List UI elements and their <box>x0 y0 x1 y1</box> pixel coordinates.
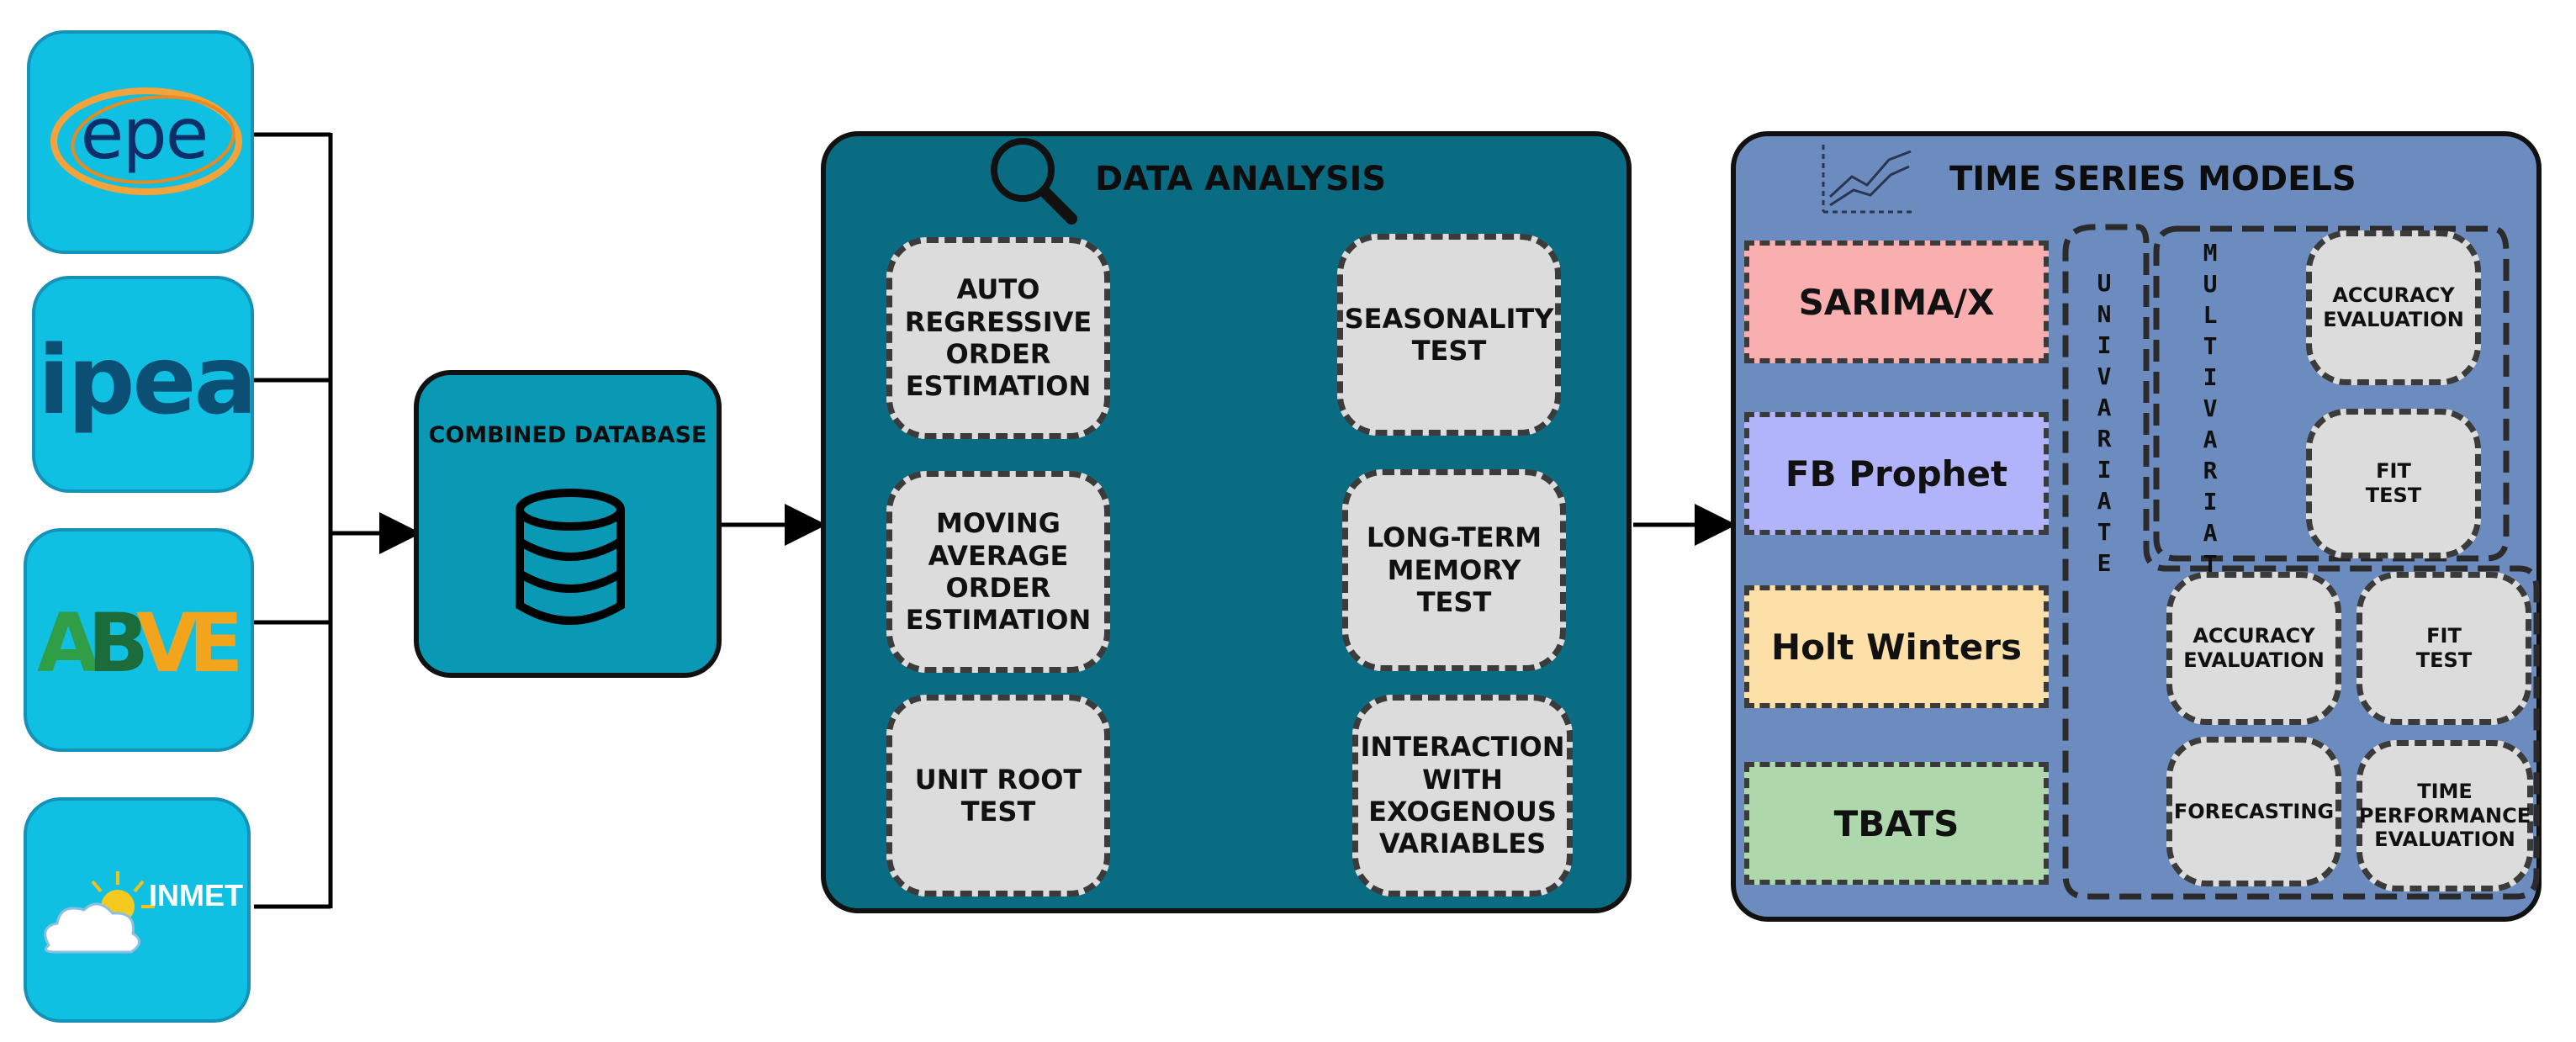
combined-database-title: COMBINED DATABASE <box>428 422 707 448</box>
fb-prophet-model-box: FB Prophet <box>1744 412 2049 535</box>
epe-logo-text: epe <box>80 93 209 175</box>
fb-prophet-label: FB Prophet <box>1785 452 2008 495</box>
time-series-models-title: TIME SERIES MODELS <box>1949 160 2356 198</box>
database-icon <box>516 489 625 625</box>
combined-database-box: COMBINED DATABASE <box>414 370 722 678</box>
svg-text:B: B <box>87 600 144 685</box>
source-abve-tile: A B V E <box>24 528 254 752</box>
exogenous-variables-label: INTERACTION WITH EXOGENOUS VARIABLES <box>1360 731 1565 860</box>
data-analysis-title: DATA ANALYSIS <box>1095 160 1387 198</box>
time-performance-evaluation-box: TIME PERFORMANCE EVALUATION <box>2356 740 2533 891</box>
seasonality-test-box: SEASONALITY TEST <box>1337 234 1561 436</box>
moving-average-order-box: MOVING AVERAGE ORDER ESTIMATION <box>886 471 1110 673</box>
source-inmet-tile: INMET <box>24 797 251 1023</box>
multivariate-accuracy-evaluation-box: ACCURACY EVALUATION <box>2306 230 2481 385</box>
ipea-logo-text: ipea <box>37 326 257 436</box>
seasonality-test-label: SEASONALITY TEST <box>1344 302 1554 367</box>
multivariate-accuracy-evaluation-label: ACCURACY EVALUATION <box>2323 283 2464 331</box>
svg-text:A: A <box>37 600 99 685</box>
cloud-sun-icon <box>44 871 155 954</box>
unit-root-test-label: UNIT ROOT TEST <box>914 763 1082 828</box>
auto-regressive-order-label: AUTO REGRESSIVE ORDER ESTIMATION <box>904 273 1092 403</box>
tbats-label: TBATS <box>1833 802 1960 844</box>
sarimax-model-box: SARIMA/X <box>1744 241 2049 363</box>
source-ipea-tile: ipea <box>32 276 257 493</box>
holt-winters-label: Holt Winters <box>1771 626 2022 668</box>
epe-swirl-icon <box>50 87 242 195</box>
tbats-model-box: TBATS <box>1744 762 2049 885</box>
svg-text:E: E <box>188 600 239 685</box>
line-chart-icon <box>1822 145 1916 214</box>
svg-text:V: V <box>136 600 198 685</box>
magnifier-icon <box>991 138 1077 225</box>
univariate-vertical-label: U N I V A R I A T E <box>2097 269 2112 577</box>
multivariate-fit-test-label: FIT TEST <box>2365 459 2422 507</box>
moving-average-order-label: MOVING AVERAGE ORDER ESTIMATION <box>905 507 1092 637</box>
holt-winters-model-box: Holt Winters <box>1744 585 2049 708</box>
unit-root-test-box: UNIT ROOT TEST <box>886 695 1110 897</box>
exogenous-variables-box: INTERACTION WITH EXOGENOUS VARIABLES <box>1352 695 1573 897</box>
univariate-accuracy-evaluation-box: ACCURACY EVALUATION <box>2166 572 2341 725</box>
time-performance-evaluation-label: TIME PERFORMANCE EVALUATION <box>2358 779 2531 852</box>
auto-regressive-order-box: AUTO REGRESSIVE ORDER ESTIMATION <box>886 237 1110 439</box>
inmet-logo-text: INMET <box>149 878 243 912</box>
sarimax-label: SARIMA/X <box>1798 281 1995 323</box>
forecasting-label: FORECASTING <box>2173 799 2335 823</box>
abve-logo: A B V E <box>37 600 244 685</box>
univariate-fit-test-box: FIT TEST <box>2356 572 2531 725</box>
multivariate-fit-test-box: FIT TEST <box>2306 409 2481 558</box>
univariate-fit-test-label: FIT TEST <box>2415 624 2473 672</box>
source-epe-tile: epe <box>27 30 254 254</box>
univariate-accuracy-evaluation-label: ACCURACY EVALUATION <box>2183 624 2325 672</box>
forecasting-box: FORECASTING <box>2166 737 2341 886</box>
long-term-memory-test-label: LONG-TERM MEMORY TEST <box>1366 521 1542 619</box>
multivariate-vertical-label: M U L T I V A R I A T E <box>2203 239 2218 609</box>
long-term-memory-test-box: LONG-TERM MEMORY TEST <box>1342 469 1566 671</box>
